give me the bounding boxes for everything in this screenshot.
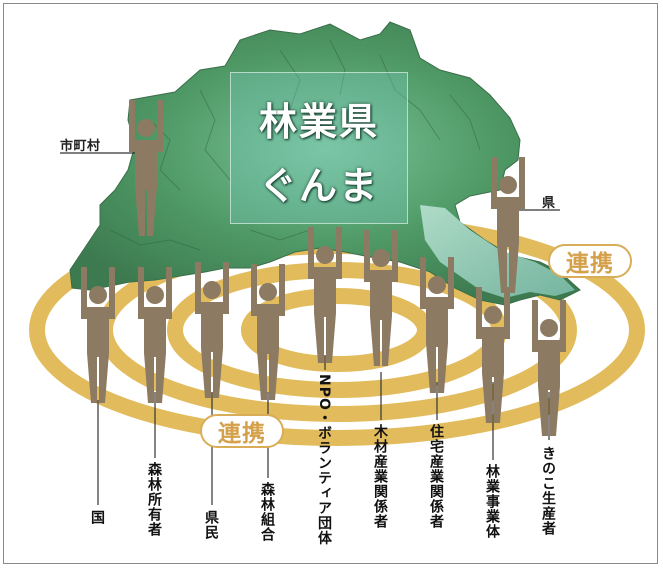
- figure-2: [195, 262, 229, 398]
- stakeholder-label-5: 木材産業関係者: [372, 424, 388, 529]
- title-line-1: 林業県: [258, 99, 379, 144]
- stakeholder-leader-lines: [97, 355, 550, 505]
- figure-7: [476, 287, 510, 423]
- stakeholder-figures: [81, 100, 566, 436]
- label-prefecture: 県: [542, 196, 556, 211]
- figure-1: [138, 267, 172, 403]
- stakeholder-label-1: 森林所有者: [146, 462, 162, 537]
- figure-6: [420, 257, 454, 393]
- stakeholder-label-6: 住宅産業関係者: [428, 424, 444, 529]
- stakeholder-label-8: きのこ生産者: [540, 446, 556, 536]
- river-plain: [420, 205, 575, 298]
- figure-municipality: [129, 100, 163, 236]
- stakeholder-label-4: NPO・ボランティア団体: [316, 374, 332, 546]
- stakeholder-label-3: 森林組合: [259, 482, 275, 542]
- figure-3: [251, 264, 285, 400]
- renkei-badge-right: 連携: [548, 244, 632, 278]
- figure-4: [308, 227, 342, 363]
- stakeholder-label-2: 県民: [203, 510, 219, 540]
- figure-prefecture: [491, 157, 525, 293]
- title-box: 林業県 ぐんま: [230, 72, 408, 224]
- title-line-2: ぐんま: [258, 163, 379, 208]
- label-municipality: 市町村: [60, 139, 101, 154]
- stakeholder-label-0: 国: [89, 510, 105, 525]
- figure-0: [81, 267, 115, 403]
- figure-5: [364, 230, 398, 366]
- stakeholder-label-7: 林業事業体: [484, 464, 500, 539]
- renkei-badge-left: 連携: [200, 414, 284, 448]
- figure-8: [532, 300, 566, 436]
